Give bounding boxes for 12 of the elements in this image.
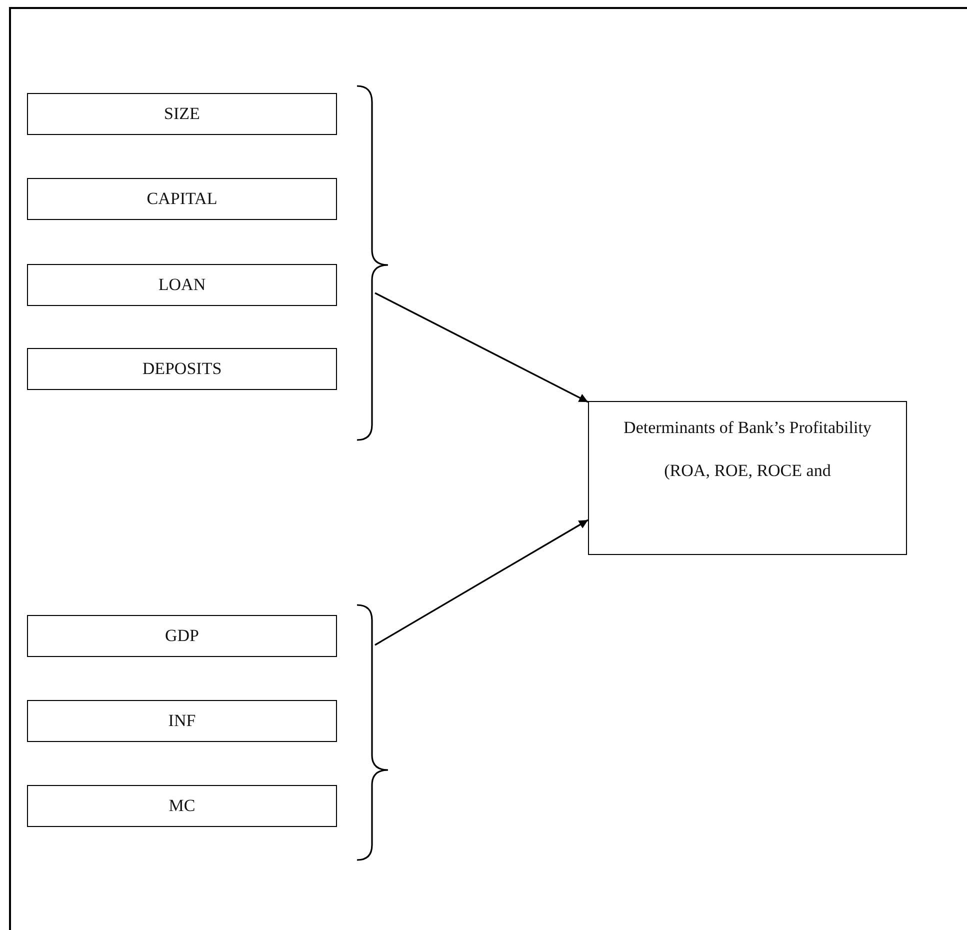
outcome-box (588, 401, 907, 555)
variable-box: MC (27, 785, 337, 827)
variable-box: DEPOSITS (27, 348, 337, 390)
variable-box: GDP (27, 615, 337, 657)
arrow (374, 519, 588, 646)
variable-box: CAPITAL (27, 178, 337, 220)
arrow (374, 292, 588, 403)
box-text: (ROA, ROE, ROCE and (664, 460, 831, 482)
variable-box: LOAN (27, 264, 337, 306)
variable-box: INF (27, 700, 337, 742)
box-heading: Determinants of Bank’s Profitability (624, 417, 872, 439)
variable-box: SIZE (27, 93, 337, 135)
